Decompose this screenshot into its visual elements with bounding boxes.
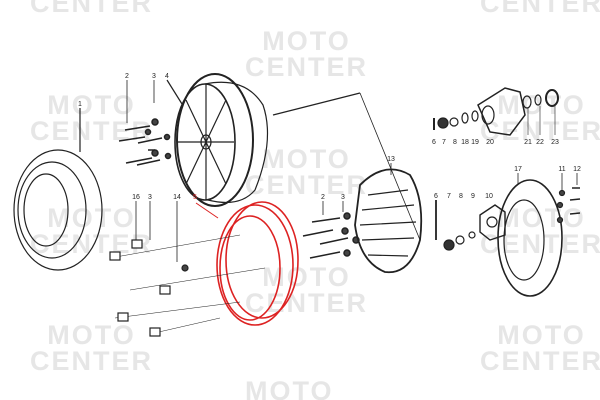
label-8: 8 [459,193,463,200]
watermark: CENTER [480,0,600,18]
studs [109,201,266,337]
label-17: 17 [514,166,522,173]
label-3: 3 [148,194,152,201]
label-7: 7 [442,139,446,146]
label-14: 14 [173,194,181,201]
label-19: 19 [471,139,479,146]
screws [118,80,172,166]
label-2: 2 [321,194,325,201]
label-3: 3 [341,194,345,201]
watermark: CENTER [30,0,154,18]
label-10: 10 [485,193,493,200]
wheel-rim [166,73,361,207]
label-5: 5 [193,194,197,201]
label-12: 12 [573,166,581,173]
label-22: 22 [536,139,544,146]
label-23: 23 [551,139,559,146]
label-6: 6 [434,193,438,200]
label-8: 8 [453,139,457,146]
label-16: 16 [132,194,140,201]
label-3: 3 [152,73,156,80]
label-21: 21 [524,139,532,146]
label-7: 7 [447,193,451,200]
hub-upper [433,87,559,136]
tyre [13,108,103,271]
label-2: 2 [125,73,129,80]
drum-cover [354,92,423,274]
brake-drum [435,173,581,297]
part-labels: 1 2 3 4 5 16 3 14 2 3 13 6 7 8 18 19 20 … [78,73,581,201]
rim-highlighted [195,201,299,326]
screws-right [302,201,360,259]
label-4: 4 [165,73,169,80]
label-13: 13 [387,156,395,163]
label-9: 9 [471,193,475,200]
label-1: 1 [78,101,82,108]
label-11: 11 [558,166,565,173]
label-6: 6 [432,139,436,146]
label-20: 20 [486,139,494,146]
watermark: MOTO [245,376,334,400]
label-18: 18 [461,139,469,146]
